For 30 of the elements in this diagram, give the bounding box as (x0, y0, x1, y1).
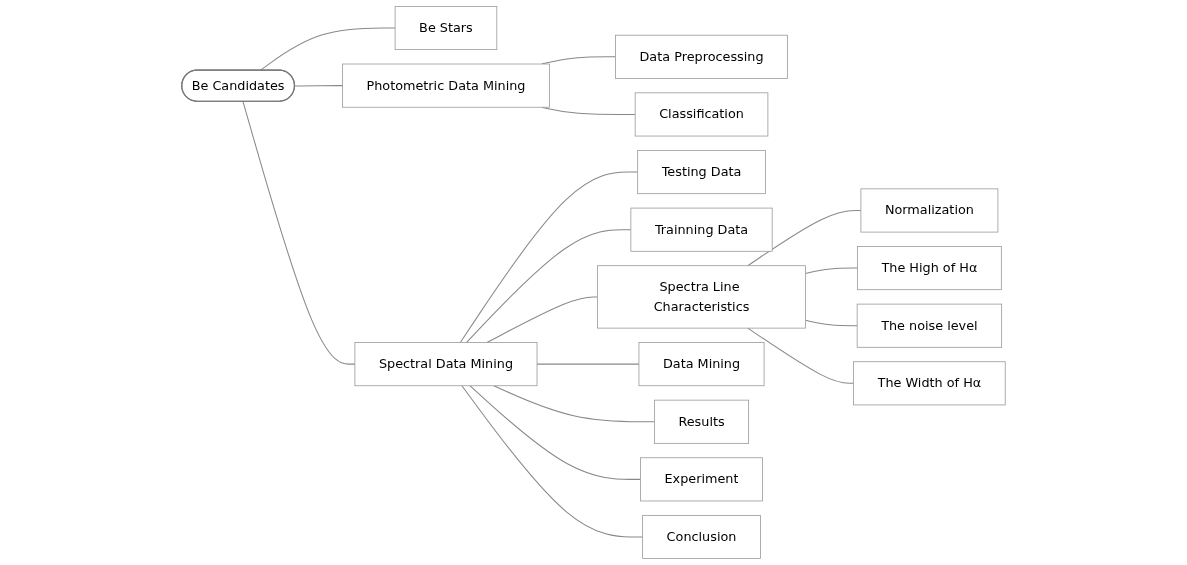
connector (747, 209, 862, 267)
node-box: Spectra Line Characteristics (597, 265, 806, 329)
connector (805, 267, 858, 274)
connector (294, 85, 343, 87)
node-box: Experiment (640, 457, 763, 502)
node-box: Data Preprocessing (615, 34, 788, 79)
node-box: Spectral Data Mining (354, 342, 538, 387)
node-box: Data Mining (638, 342, 765, 387)
connector (461, 385, 644, 538)
node-box: Testing Data (637, 150, 766, 195)
connector (242, 101, 356, 365)
connector (805, 319, 858, 327)
node-box: Conclusion (642, 515, 761, 559)
connector (465, 229, 632, 344)
connector (469, 385, 642, 480)
connector (536, 363, 640, 365)
connector (747, 327, 855, 384)
node-box: The Width of Hα (853, 361, 1006, 406)
node-box: The High of Hα (857, 246, 1002, 291)
node-box: The noise level (856, 303, 1003, 348)
connector (486, 296, 598, 344)
node-box: Results (654, 399, 750, 444)
node-box: Be Stars (394, 6, 498, 50)
node-box: Classification (634, 92, 769, 137)
connector (493, 385, 655, 423)
node-box: Normalization (860, 188, 999, 233)
connector (459, 171, 639, 344)
node-box: Photometric Data Mining (342, 63, 550, 108)
node-box: Trainning Data (630, 207, 773, 252)
connector (259, 27, 396, 71)
